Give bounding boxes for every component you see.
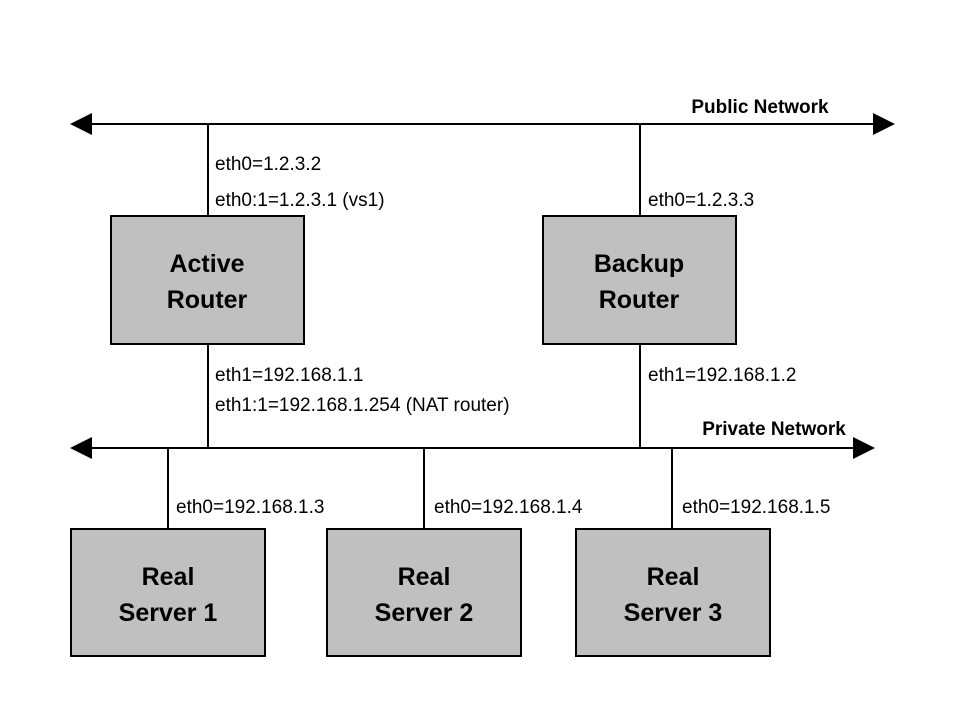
real-server-3-label-line1: Real	[647, 563, 700, 591]
backup-router-label-line2: Router	[599, 286, 680, 314]
real-server-1-label-line2: Server 1	[119, 599, 218, 627]
active-router-label-line2: Router	[167, 286, 248, 314]
public-bus-right-arrow-icon	[873, 113, 895, 135]
backup-router-label-line1: Backup	[594, 250, 684, 278]
public-bus-left-arrow-icon	[70, 113, 92, 135]
real-server-2-box[interactable]	[326, 528, 522, 657]
active-router-eth0-alias-label: eth0:1=1.2.3.1 (vs1)	[215, 190, 385, 211]
public-network-label: Public Network	[691, 97, 829, 118]
active-router-eth1-label: eth1=192.168.1.1	[215, 365, 363, 386]
real-server-2-label-line2: Server 2	[375, 599, 474, 627]
private-bus-right-arrow-icon	[853, 437, 875, 459]
real-server-1-eth0-label: eth0=192.168.1.3	[176, 497, 324, 518]
real-server-1-node[interactable]: Real Server 1	[70, 528, 266, 657]
real-server-3-box[interactable]	[575, 528, 771, 657]
real-server-3-node[interactable]: Real Server 3	[575, 528, 771, 657]
real-server-3-eth0-label: eth0=192.168.1.5	[682, 497, 830, 518]
real-server-1-label-line1: Real	[142, 563, 195, 591]
active-router-node[interactable]: Active Router	[110, 215, 305, 345]
real-server-2-label-line1: Real	[398, 563, 451, 591]
backup-router-eth0-label: eth0=1.2.3.3	[648, 190, 754, 211]
active-router-eth0-label: eth0=1.2.3.2	[215, 154, 321, 175]
real-server-3-label-line2: Server 3	[624, 599, 723, 627]
private-network-label: Private Network	[702, 419, 846, 440]
backup-router-node[interactable]: Backup Router	[542, 215, 737, 345]
private-bus-left-arrow-icon	[70, 437, 92, 459]
active-router-eth1-alias-label: eth1:1=192.168.1.254 (NAT router)	[215, 395, 510, 416]
public-network-bus	[70, 113, 895, 135]
backup-router-box[interactable]	[542, 215, 737, 345]
active-router-label-line1: Active	[169, 250, 244, 278]
real-server-1-box[interactable]	[70, 528, 266, 657]
real-server-2-node[interactable]: Real Server 2	[326, 528, 522, 657]
active-router-box[interactable]	[110, 215, 305, 345]
private-network-bus	[70, 437, 875, 459]
real-server-2-eth0-label: eth0=192.168.1.4	[434, 497, 583, 518]
backup-router-eth1-label: eth1=192.168.1.2	[648, 365, 796, 386]
